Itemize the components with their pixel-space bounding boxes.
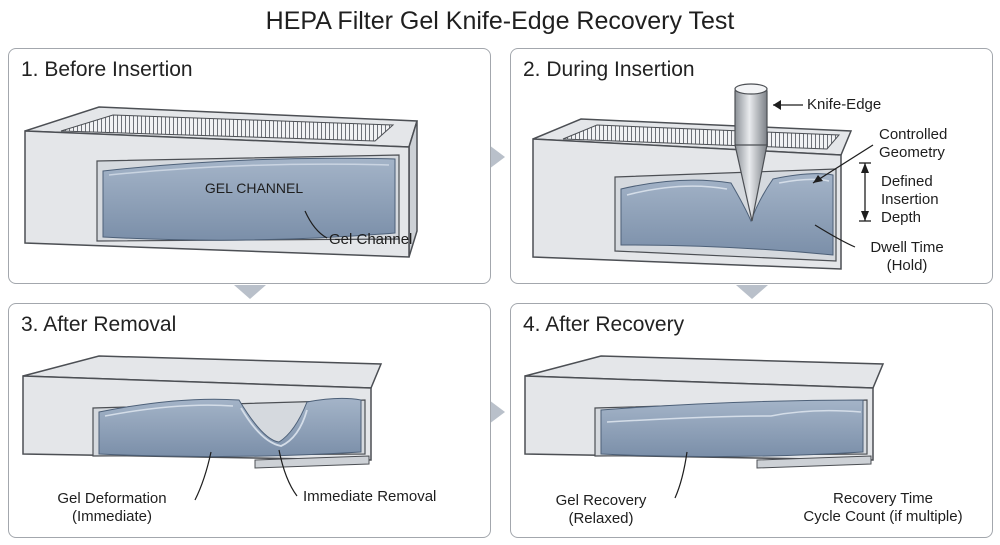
recovery-time-label: Recovery Time [832,490,934,507]
panel-after-removal: 3. After Removal Gel Deformation (Immedi… [8,303,491,538]
panel-title: 3. After Removal [21,313,177,336]
panel-title: 2. During Insertion [523,58,695,81]
filter-diagram-during [532,83,874,270]
controlled-geometry-label: Controlled Geometry [879,126,948,161]
defined-depth-label: Defined Insertion Depth [881,173,939,226]
dwell-time-label: Dwell Time (Hold) [870,239,944,274]
arrow-right-icon-top [489,145,505,169]
gel-channel-inner-label: GEL CHANNEL [204,180,304,196]
gel-channel-label: Gel Channel [329,231,413,248]
filter-diagram-before [24,106,419,258]
panel-before-insertion: 1. Before Insertion GEL CHANNEL Gel Chan… [8,48,491,284]
gel-channel-leader-line [304,210,328,239]
panel-title: 1. Before Insertion [21,58,193,81]
arrow-down-icon-left [234,285,266,299]
filter-diagram-after-removal [22,355,383,501]
panel-during-insertion: 2. During Insertion Knife-Edge Controlle… [510,48,993,284]
knife-edge-label: Knife-Edge [807,96,882,113]
panel-title: 4. After Recovery [523,313,685,336]
gel-deformation-label: Gel Deformation (Immediate) [57,490,167,525]
panel-after-recovery: 4. After Recovery Gel Recovery (Relaxed)… [510,303,993,538]
diagram-title: HEPA Filter Gel Knife-Edge Recovery Test [265,7,735,35]
filter-diagram-after-recovery [524,355,885,499]
gel-recovery-label: Gel Recovery (Relaxed) [555,492,647,527]
arrow-right-icon-bottom [489,400,505,424]
immediate-removal-label: Immediate Removal [303,488,437,505]
cycle-count-label: Cycle Count (if multiple) [803,508,963,525]
arrow-down-icon-right [736,285,768,299]
